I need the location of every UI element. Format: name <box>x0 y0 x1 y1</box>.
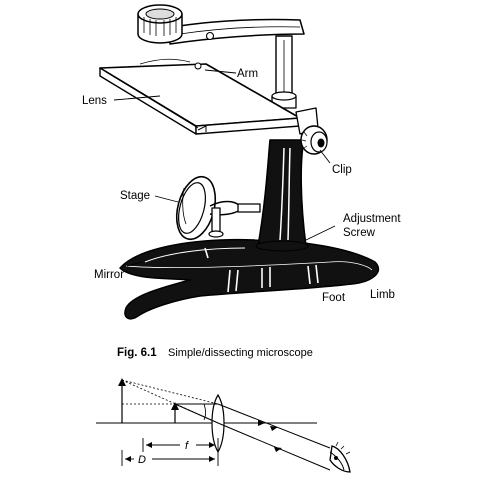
foot-edge <box>125 261 373 271</box>
microscope-illustration <box>99 4 380 320</box>
label-foot: Foot <box>322 292 346 304</box>
label-distance: D <box>138 454 146 466</box>
eye-icon <box>329 441 351 473</box>
mirror-assembly <box>175 175 261 241</box>
label-mirror: Mirror <box>94 269 124 281</box>
stage-plate <box>99 58 301 135</box>
label-lens: Lens <box>82 95 107 107</box>
figure-caption: Fig. 6.1 Simple/dissecting microscope <box>117 347 313 359</box>
caption-text: Simple/dissecting microscope <box>168 347 313 359</box>
label-pointers <box>113 69 336 267</box>
limb-base <box>255 240 309 252</box>
adjustment-knob <box>300 125 328 155</box>
label-screw: Screw <box>343 227 376 239</box>
lens-holder <box>137 4 183 44</box>
label-focal-length: f <box>185 440 189 452</box>
part-labels: Arm Lens Clip Stage Adjustment Screw Mir… <box>82 68 401 304</box>
label-stage: Stage <box>120 190 150 202</box>
label-limb: Limb <box>370 289 395 301</box>
focal-dimension <box>142 438 219 466</box>
ray-diagram <box>96 378 351 473</box>
distance-dimension <box>121 450 215 466</box>
limb-highlights <box>279 147 291 241</box>
label-clip: Clip <box>332 164 352 176</box>
label-adjustment: Adjustment <box>343 213 401 225</box>
microscope-arm <box>167 18 305 45</box>
foot-highlights <box>144 247 319 293</box>
label-arm: Arm <box>237 68 258 80</box>
caption-number: Fig. 6.1 <box>117 347 157 359</box>
microscope-foot <box>119 238 380 320</box>
